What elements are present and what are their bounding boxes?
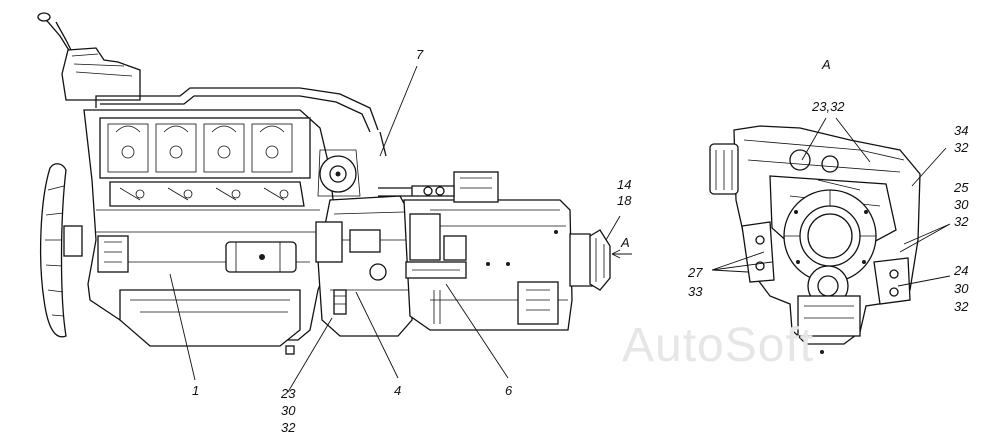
callout-7: 7 xyxy=(416,47,424,62)
callout-30: 30 xyxy=(281,403,296,418)
callout-33: 33 xyxy=(688,284,703,299)
callout-23-32: 23,32 xyxy=(812,99,845,114)
watermark: AutoSoft xyxy=(622,319,815,372)
view-a-arrow-label: A xyxy=(621,235,630,250)
callout-25: 25 xyxy=(954,180,969,195)
callout-34: 34 xyxy=(954,123,969,138)
callout-1: 1 xyxy=(192,383,200,398)
gearbox-side-view xyxy=(315,171,611,337)
callout-32: 32 xyxy=(281,420,296,435)
callout-32-lower: 32 xyxy=(954,299,969,314)
callout-27: 27 xyxy=(688,265,703,280)
callout-32-right: 32 xyxy=(954,214,969,229)
callout-6: 6 xyxy=(505,383,513,398)
callout-30-lower: 30 xyxy=(954,281,969,296)
callout-24: 24 xyxy=(954,263,969,278)
callout-30-right: 30 xyxy=(954,197,969,212)
callout-18: 18 xyxy=(617,193,632,208)
callout-14: 14 xyxy=(617,177,632,192)
callout-4: 4 xyxy=(394,383,402,398)
callout-23: 23 xyxy=(281,386,296,401)
engine-side-view xyxy=(37,12,387,355)
view-a-title: A xyxy=(822,57,831,72)
view-a-rear xyxy=(709,125,921,354)
callout-32-upper: 32 xyxy=(954,140,969,155)
leader-lines xyxy=(169,65,951,393)
